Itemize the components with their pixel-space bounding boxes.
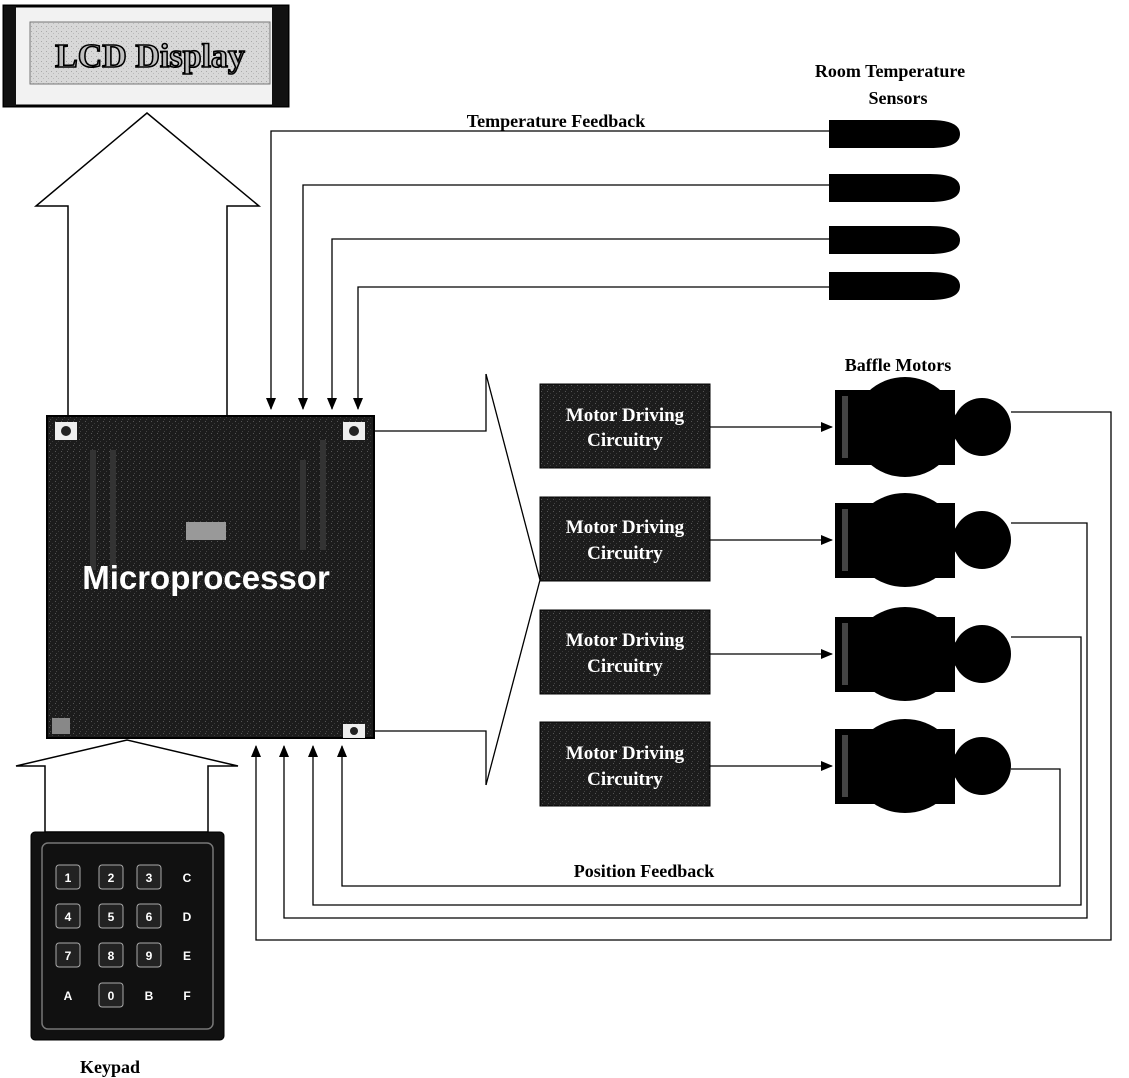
mdc-2-line2: Circuitry [587, 543, 663, 564]
motor-driving-circuitry-4: Motor Driving Circuitry [540, 722, 710, 806]
sensor-4 [829, 272, 960, 300]
keypad-key-d: D [183, 910, 192, 924]
keypad-key-f: F [183, 989, 190, 1003]
bracket-bottom-line [374, 731, 486, 785]
mdc-1-line2: Circuitry [587, 430, 663, 451]
display-output-arrow [36, 113, 259, 418]
temp-feedback-line-1 [271, 131, 829, 409]
keypad-key-3: 3 [146, 871, 153, 885]
baffle-motor-1 [835, 377, 1011, 477]
keypad-key-5: 5 [108, 910, 115, 924]
motor-driving-circuitry-2: Motor Driving Circuitry [540, 497, 710, 581]
baffle-motor-2 [835, 493, 1011, 587]
microprocessor-board: Microprocessor [47, 416, 374, 738]
mdc-2-line1: Motor Driving [566, 517, 685, 538]
keypad-key-4: 4 [65, 910, 72, 924]
sensor-3 [829, 226, 960, 254]
keypad-key-8: 8 [108, 949, 115, 963]
sensors-title-line1: Room Temperature [815, 61, 965, 81]
baffle-motor-3 [835, 607, 1011, 701]
keypad-key-0: 0 [108, 989, 115, 1003]
temp-feedback-line-2 [303, 185, 829, 409]
microprocessor-label: Microprocessor [82, 559, 330, 596]
mdc-3-line2: Circuitry [587, 656, 663, 677]
keypad-key-6: 6 [146, 910, 153, 924]
keypad-label: Keypad [80, 1057, 140, 1077]
bracket-chevron [486, 374, 540, 785]
position-feedback-line-2 [284, 523, 1087, 918]
keypad-key-e: E [183, 949, 191, 963]
lcd-display-label: LCD Display [55, 38, 245, 75]
temperature-feedback-label: Temperature Feedback [467, 111, 645, 131]
keypad-key-7: 7 [65, 949, 72, 963]
bracket-top-line [374, 374, 486, 431]
keypad: 1 2 3 C 4 5 6 D 7 8 9 E A 0 B F [31, 832, 224, 1040]
mdc-4-line1: Motor Driving [566, 743, 685, 764]
mdc-3-line1: Motor Driving [566, 630, 685, 651]
keypad-key-9: 9 [146, 949, 153, 963]
mdc-4-line2: Circuitry [587, 769, 663, 790]
keypad-key-c: C [183, 871, 192, 885]
keypad-input-arrow [16, 740, 238, 832]
keypad-key-2: 2 [108, 871, 115, 885]
position-feedback-label: Position Feedback [574, 861, 715, 881]
sensors-title-line2: Sensors [868, 88, 927, 108]
mdc-1-line1: Motor Driving [566, 405, 685, 426]
baffle-motor-4 [835, 719, 1011, 813]
sensor-1 [829, 120, 960, 148]
keypad-key-1: 1 [65, 871, 72, 885]
motor-driving-circuitry-1: Motor Driving Circuitry [540, 384, 710, 468]
motor-driving-circuitry-3: Motor Driving Circuitry [540, 610, 710, 694]
sensor-2 [829, 174, 960, 202]
keypad-key-a: A [64, 989, 73, 1003]
baffle-motors-label: Baffle Motors [845, 355, 951, 375]
keypad-key-b: B [145, 989, 154, 1003]
lcd-display: LCD Display [4, 6, 288, 106]
